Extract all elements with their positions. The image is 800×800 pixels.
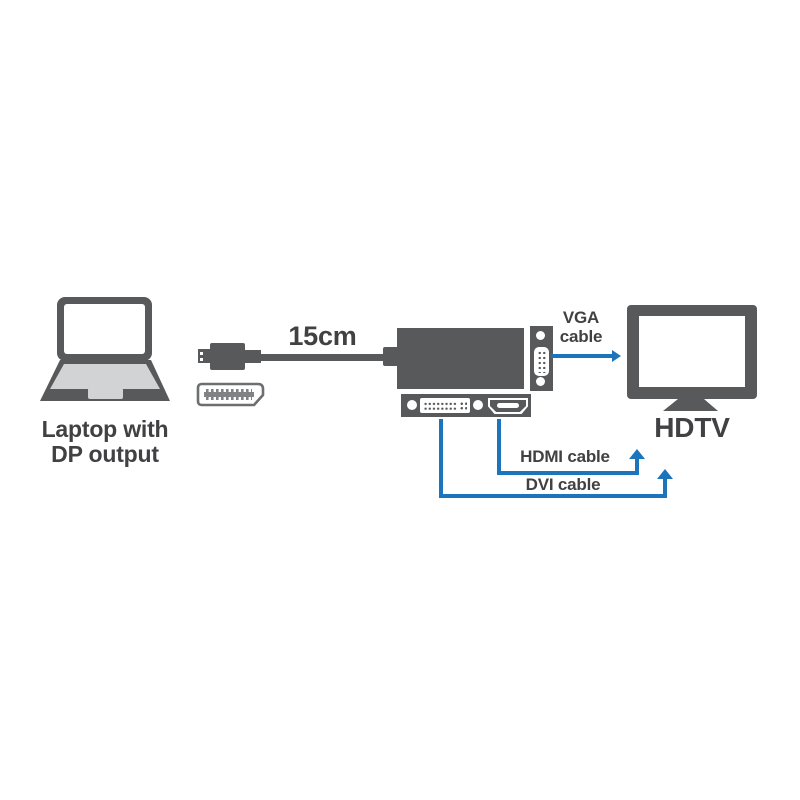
displayport-connector-icon <box>196 382 265 407</box>
dvi-cable-label: DVI cable <box>525 475 601 494</box>
vga-port-icon <box>534 347 549 376</box>
hdmi-cable-line-vertical <box>497 419 501 475</box>
hdmi-port-icon <box>488 398 528 414</box>
vga-pins <box>536 350 547 373</box>
hdmi-cable-line-horizontal <box>497 471 639 475</box>
hdtv-label: HDTV <box>654 412 730 443</box>
laptop-label-line1: Laptop with <box>41 416 169 442</box>
dp-plug-pin <box>200 352 203 355</box>
screw-icon <box>407 400 417 410</box>
hdmi-arrow-up-icon <box>629 449 645 459</box>
screw-icon <box>473 400 483 410</box>
dvi-cable-line-horizontal <box>439 494 667 498</box>
laptop-label-line2: DP output <box>51 441 159 467</box>
dvi-analog-pins <box>459 401 467 410</box>
vga-cable-label: VGA cable <box>545 308 617 346</box>
hdtv-stand <box>663 399 718 411</box>
hdmi-cable-label: HDMI cable <box>520 447 610 466</box>
laptop-label: Laptop with DP output <box>25 417 185 467</box>
dvi-arrow-up-icon <box>657 469 673 479</box>
vga-arrowhead-icon <box>612 350 621 362</box>
hdmi-port-slot <box>497 403 519 408</box>
dvi-port-icon <box>420 398 470 413</box>
dp-plug-neck <box>245 350 261 363</box>
laptop-touchpad <box>88 388 123 399</box>
dp-cable-strain-relief <box>383 347 399 366</box>
cable-length-label: 15cm <box>288 321 357 351</box>
screw-icon <box>536 377 545 386</box>
dp-plug-body <box>210 343 245 370</box>
laptop-screen <box>64 304 145 354</box>
laptop-keyboard <box>50 364 160 389</box>
adapter-body <box>397 328 524 389</box>
dp-cable <box>259 354 386 361</box>
vga-cable-label-line2: cable <box>559 327 603 346</box>
screw-icon <box>536 331 545 340</box>
dvi-cable-line-vertical <box>439 419 443 498</box>
hdtv-screen <box>639 316 745 387</box>
vga-arrow-icon <box>551 354 613 358</box>
hdmi-arrow-stem <box>635 458 639 472</box>
dvi-arrow-stem <box>663 478 667 495</box>
dp-plug-pin <box>200 357 203 361</box>
dvi-pins <box>423 400 457 411</box>
vga-cable-label-line1: VGA <box>562 308 600 327</box>
